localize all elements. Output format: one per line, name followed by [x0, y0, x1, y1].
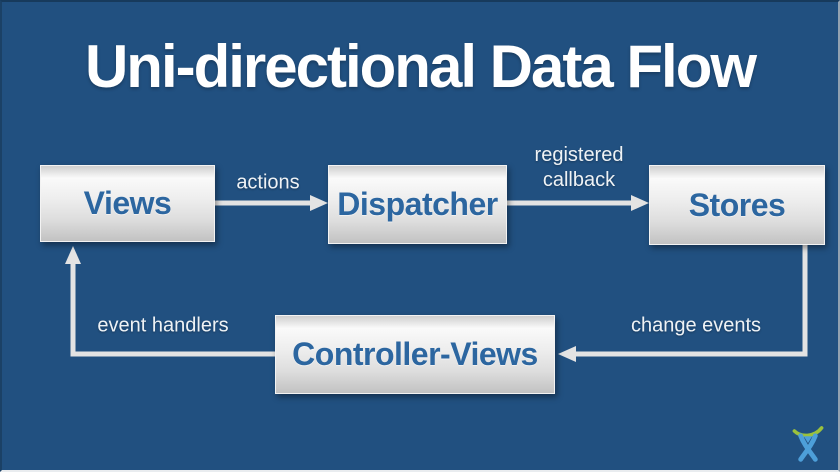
node-controller-views: Controller-Views: [275, 315, 555, 394]
edge-label-change-events: change events: [630, 314, 762, 337]
edge-actions-arrowhead: [310, 195, 328, 211]
edge-event-handlers-line: [70, 263, 275, 357]
node-views-label: Views: [83, 185, 172, 221]
logo-green-arc: [792, 426, 824, 438]
edge-label-actions: actions: [236, 171, 300, 194]
node-controller-views-label: Controller-Views: [292, 336, 538, 372]
node-views: Views: [40, 165, 215, 242]
logo-triangle: [803, 436, 813, 444]
node-stores: Stores: [649, 165, 825, 245]
node-stores-label: Stores: [688, 186, 786, 223]
edge-registered-callback-arrowhead: [631, 195, 649, 211]
node-dispatcher: Dispatcher: [328, 165, 507, 244]
logo-figure-stroke-right: [798, 433, 818, 462]
edge-event-handlers-arrowhead: [65, 246, 81, 264]
edge-label-event-handlers: event handlers: [97, 314, 229, 337]
slide-title: Uni-directional Data Flow: [84, 33, 757, 100]
edge-change-events-arrowhead: [558, 346, 576, 362]
edge-label-registered-callback: registered callback: [534, 144, 624, 191]
node-dispatcher-label: Dispatcher: [337, 186, 498, 222]
atlassian-logo-icon: [792, 426, 824, 462]
